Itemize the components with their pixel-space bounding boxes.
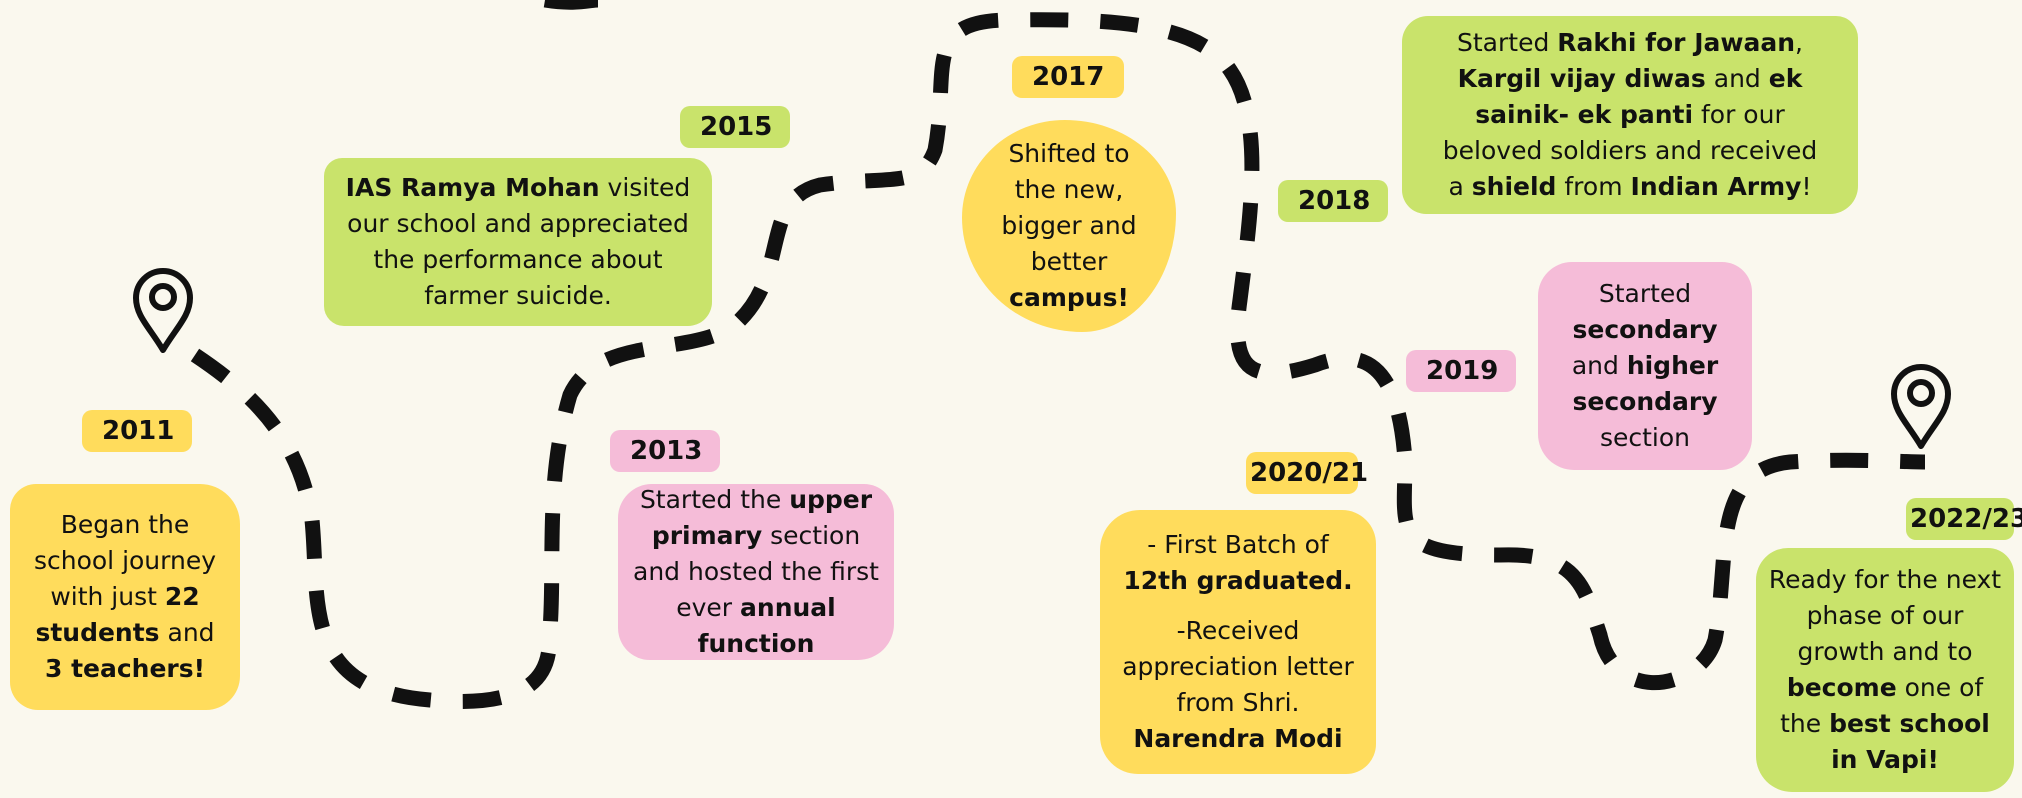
milestone-paragraph: -Received appreciation letter from Shri.… [1122,616,1354,753]
path-fragment-top [543,0,599,10]
location-pin-icon [133,268,193,353]
milestone-card-2011: Began the school journey with just 22 st… [10,484,240,710]
milestone-card-2018: Started Rakhi for Jawaan, Kargil vijay d… [1402,16,1858,214]
milestone-card-2013: Started the upper primary section and ho… [618,484,894,660]
year-tag-2019: 2019 [1406,350,1516,392]
milestone-card-2015: IAS Ramya Mohan visited our school and a… [324,158,712,326]
milestone-text-2018: Started Rakhi for Jawaan, Kargil vijay d… [1442,28,1818,201]
milestone-card-2022-23: Ready for the next phase of our growth a… [1756,548,2014,792]
milestone-text-2015: IAS Ramya Mohan visited our school and a… [345,173,691,310]
path-dashes [190,12,1926,709]
milestone-text-2020-21: - First Batch of 12th graduated. -Receive… [1114,527,1362,757]
year-tag-2013: 2013 [610,430,720,472]
milestone-text-2017: Shifted to the new, bigger and better ca… [1001,139,1137,312]
milestone-paragraph: - First Batch of 12th graduated. [1123,530,1353,595]
year-tag-2018: 2018 [1278,180,1388,222]
milestone-text-2013: Started the upper primary section and ho… [633,485,879,658]
milestone-text-2022-23: Ready for the next phase of our growth a… [1768,565,2002,774]
milestone-text-2019: Started secondary and higher secondary s… [1571,279,1719,452]
milestone-text-2011: Began the school journey with just 22 st… [33,510,217,683]
year-tag-2020-21: 2020/21 [1246,452,1368,494]
milestone-card-2020-21: - First Batch of 12th graduated. -Receive… [1100,510,1376,774]
milestone-card-2019: Started secondary and higher secondary s… [1538,262,1752,470]
year-tag-2017: 2017 [1012,56,1124,98]
milestone-card-2017: Shifted to the new, bigger and better ca… [962,120,1176,332]
year-tag-2011: 2011 [82,410,192,452]
location-pin-icon [1891,364,1951,449]
year-tag-2022-23: 2022/23 [1906,498,2022,540]
year-tag-2015: 2015 [680,106,790,148]
